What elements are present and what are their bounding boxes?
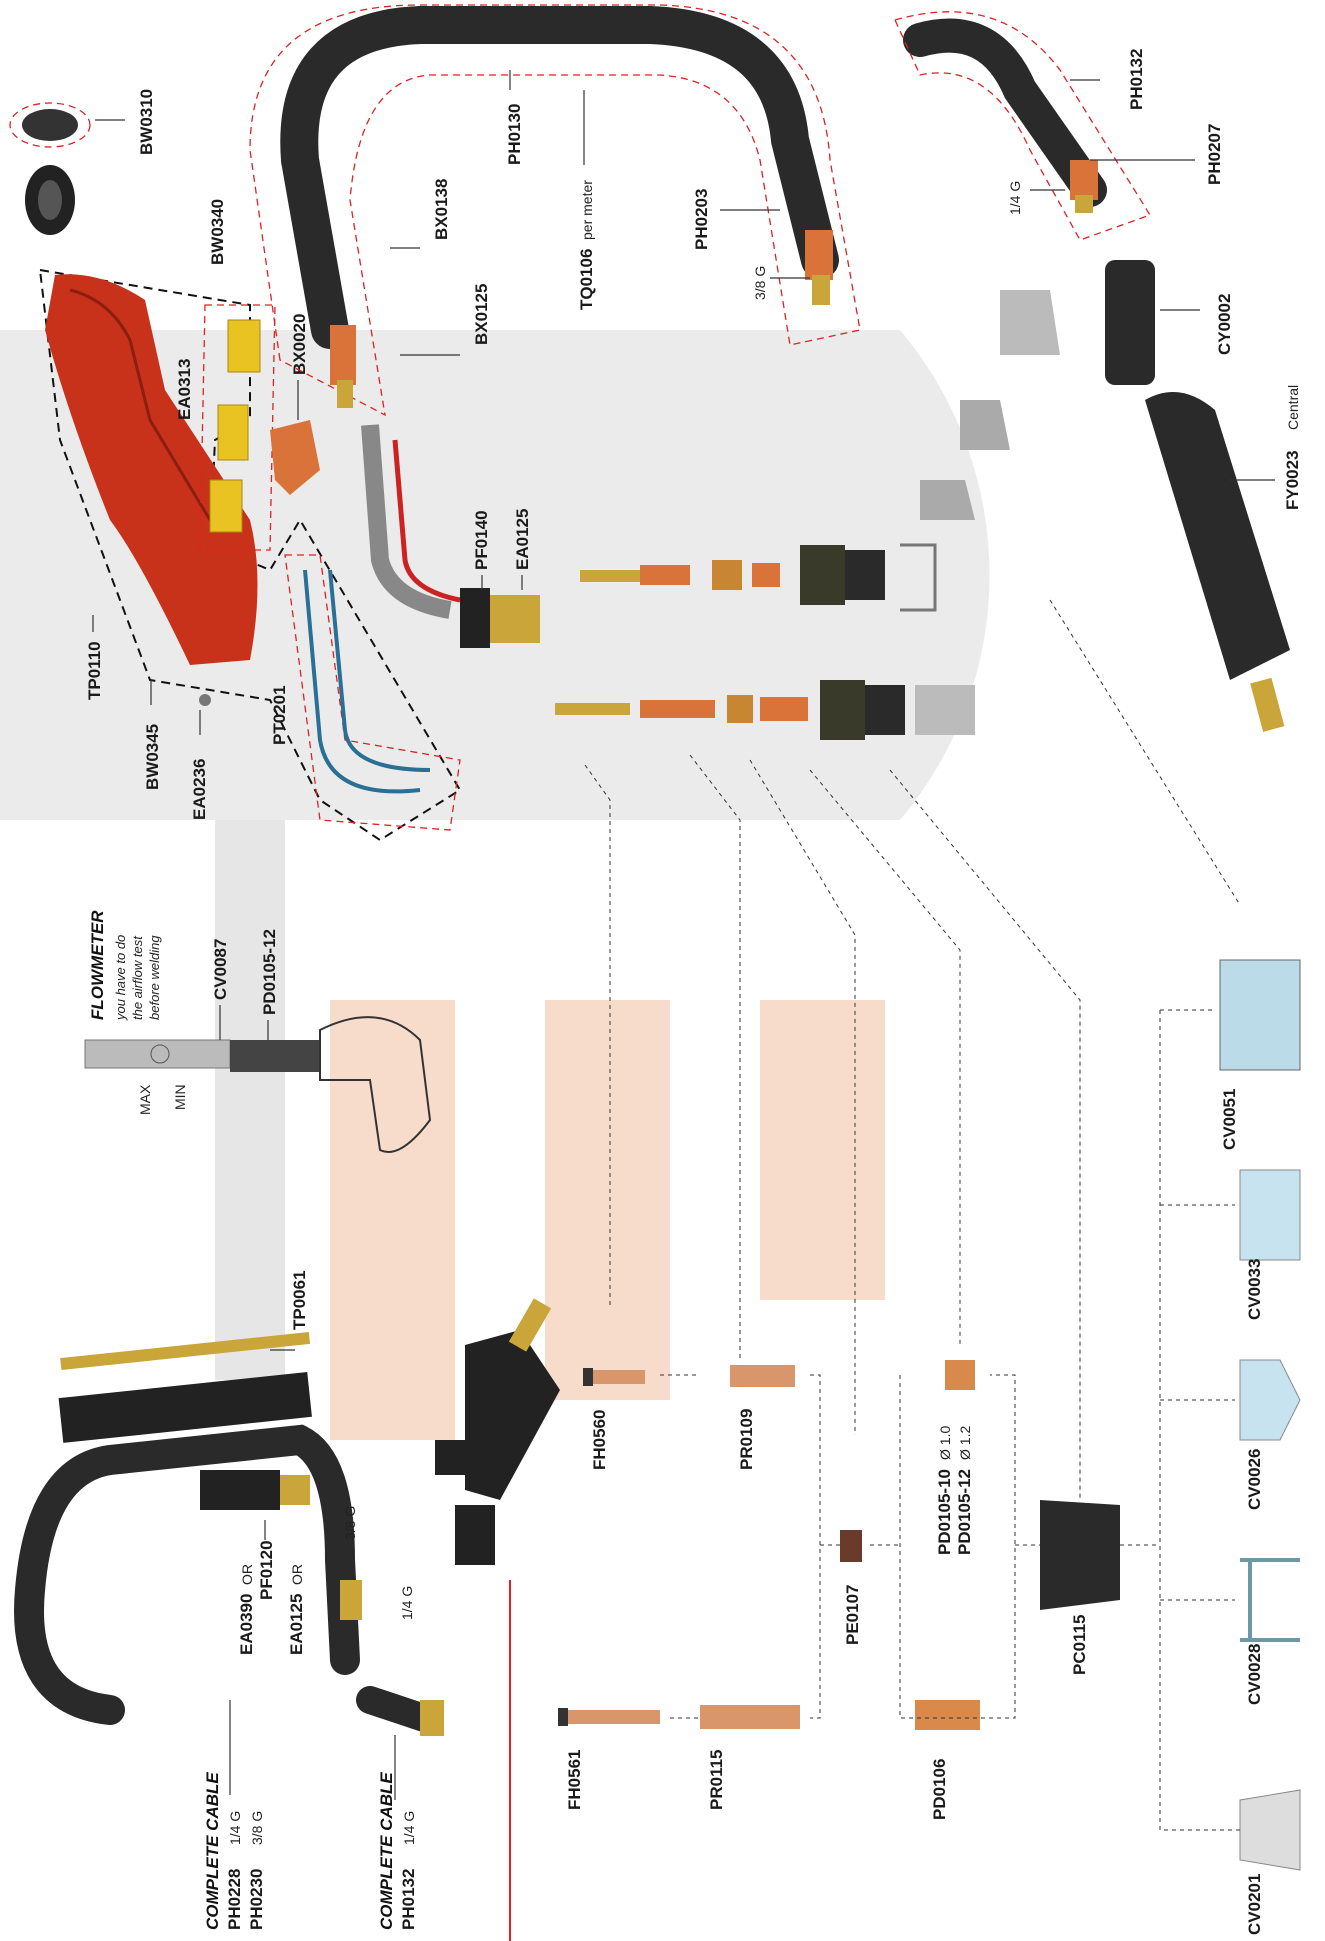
label-cv0087: CV0087 xyxy=(211,939,230,1000)
label-ph0132-bottom: PH0132 xyxy=(399,1869,418,1930)
label-bx0020: BX0020 xyxy=(290,314,309,375)
label-tp0110: TP0110 xyxy=(85,641,104,700)
part-bw0310 xyxy=(9,102,91,235)
cable-ph0130 xyxy=(249,4,861,417)
label-ph0132-top: PH0132 xyxy=(1127,49,1146,110)
complete-cable-title-2: COMPLETE CABLE xyxy=(377,1772,396,1930)
label-ph0230-g: 3/8 G xyxy=(249,1811,265,1845)
neck-pf0140 xyxy=(361,424,540,648)
label-ea0236: EA0236 xyxy=(190,759,209,820)
label-bx0138: BX0138 xyxy=(432,179,451,240)
bottom-tree-lines xyxy=(660,1009,1240,1831)
label-bw0340: BW0340 xyxy=(208,199,227,265)
label-pd0105-10: PD0105-10 xyxy=(935,1469,954,1555)
cable-complete-left xyxy=(14,1424,444,1736)
bottom-parts xyxy=(558,959,1301,1871)
part-cy0002 xyxy=(1105,260,1155,385)
label-ph0207: PH0207 xyxy=(1205,124,1224,185)
tube-tp0061 xyxy=(58,1331,312,1443)
flowmeter-note-2: the airflow test xyxy=(130,935,145,1020)
label-pd0106: PD0106 xyxy=(930,1759,949,1820)
part-fy0023 xyxy=(1145,392,1290,732)
liner-pt0201 xyxy=(284,554,461,831)
label-bw0345: BW0345 xyxy=(143,724,162,790)
screw-ea0236 xyxy=(199,694,211,706)
label-or-2: OR xyxy=(289,1564,305,1585)
label-pd0105-12-diameter: Ø 1.2 xyxy=(957,1426,973,1460)
flowmeter-min: MIN xyxy=(172,1084,188,1110)
label-pc0115: PC0115 xyxy=(1070,1615,1089,1676)
label-pe0107: PE0107 xyxy=(843,1585,862,1646)
label-ea0125-top: EA0125 xyxy=(513,509,532,570)
consumables-row-1 xyxy=(580,290,1060,612)
label-pr0109: PR0109 xyxy=(737,1409,756,1470)
flowmeter-note-3: before welding xyxy=(147,935,162,1020)
label-tq0106-suffix: per meter xyxy=(579,180,595,240)
label-fy0023: FY0023 xyxy=(1283,450,1302,510)
flowmeter-max: MAX xyxy=(137,1084,153,1115)
label-pt0201: PT0201 xyxy=(270,685,289,745)
cable-ph0132-top xyxy=(894,11,1151,241)
label-or-1: OR xyxy=(239,1564,255,1585)
label-pd0105-10-diameter: Ø 1.0 xyxy=(937,1426,953,1460)
label-fh0560: FH0560 xyxy=(590,1410,609,1470)
part-bx0020 xyxy=(270,420,320,495)
label-cv0028: CV0028 xyxy=(1245,1644,1264,1705)
label-pd0105-12: PD0105-12 xyxy=(955,1469,974,1555)
flowmeter-title: FLOWMETER xyxy=(88,910,107,1020)
consumables-row-2 xyxy=(555,680,975,740)
label-ea0125-mid: EA0125 xyxy=(287,1594,306,1655)
label-ea0313: EA0313 xyxy=(175,359,194,420)
rear-connector xyxy=(435,1298,560,1565)
label-cv0026: CV0026 xyxy=(1245,1449,1264,1510)
label-ph0228: PH0228 xyxy=(225,1869,244,1930)
label-pf0140: PF0140 xyxy=(472,510,491,570)
label-cv0033: CV0033 xyxy=(1245,1259,1264,1320)
label-ph0132-bottom-g: 1/4 G xyxy=(401,1811,417,1845)
label-fh0561: FH0561 xyxy=(565,1750,584,1810)
label-tq0106: TQ0106 xyxy=(577,249,596,310)
label-bx0125: BX0125 xyxy=(472,284,491,345)
label-bw0310: BW0310 xyxy=(137,89,156,155)
handle-tp0110 xyxy=(45,274,258,665)
complete-cable-title-1: COMPLETE CABLE xyxy=(203,1772,222,1930)
label-ph0230: PH0230 xyxy=(247,1869,266,1930)
label-pf0120: PF0120 xyxy=(257,1540,276,1600)
clip-ea0313 xyxy=(199,304,276,551)
label-38g-mid: 3/8 G xyxy=(342,1506,358,1540)
label-pr0115: PR0115 xyxy=(707,1750,726,1811)
flowmeter-note-1: you have to do xyxy=(113,935,128,1021)
label-pd0105-12-top: PD0105-12 xyxy=(260,929,279,1015)
label-ph0130: PH0130 xyxy=(505,104,524,165)
flowmeter-device xyxy=(84,1016,432,1153)
connector-lines xyxy=(584,599,1241,1500)
label-fy0023-suffix: Central xyxy=(1285,385,1301,430)
label-cv0051: CV0051 xyxy=(1220,1089,1239,1150)
label-cv0201: CV0201 xyxy=(1245,1874,1264,1935)
label-ph0203: PH0203 xyxy=(692,189,711,250)
label-ph0228-g: 1/4 G xyxy=(227,1811,243,1845)
label-ea0390: EA0390 xyxy=(237,1594,256,1655)
label-cy0002: CY0002 xyxy=(1215,294,1234,355)
label-14g-top: 1/4 G xyxy=(1007,181,1023,215)
label-14g-mid: 1/4 G xyxy=(399,1586,415,1620)
label-38g-top: 3/8 G xyxy=(752,266,768,300)
label-tp0061: TP0061 xyxy=(290,1270,309,1330)
